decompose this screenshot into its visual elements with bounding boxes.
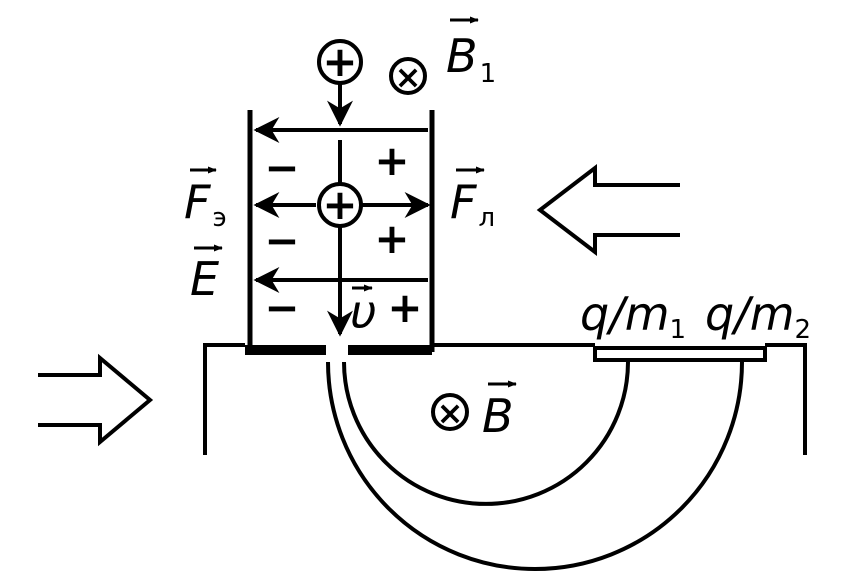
svg-text:×: × bbox=[437, 394, 464, 432]
plus-sign: + bbox=[374, 214, 409, 263]
svg-text:B: B bbox=[482, 389, 514, 443]
velocity-selector bbox=[247, 84, 435, 352]
plus-sign: + bbox=[374, 136, 409, 185]
particle-in-selector: + bbox=[317, 180, 363, 229]
particle-charge: + bbox=[322, 37, 357, 86]
trajectory-q-m1 bbox=[342, 361, 630, 506]
label-b1: B1 bbox=[446, 16, 496, 89]
svg-text:×: × bbox=[395, 58, 422, 96]
analyzer-chamber bbox=[203, 343, 807, 455]
label-f-lorentz: Fл bbox=[450, 166, 495, 233]
label-b: B bbox=[482, 380, 517, 443]
svg-text:E: E bbox=[190, 252, 219, 306]
detector-plate bbox=[593, 346, 767, 362]
plus-sign: + bbox=[387, 283, 422, 332]
minus-sign: − bbox=[264, 216, 299, 265]
svg-text:B1: B1 bbox=[446, 29, 496, 89]
hollow-arrow-left-icon bbox=[536, 163, 680, 257]
svg-text:Fл: Fл bbox=[450, 175, 495, 233]
label-e-field: E bbox=[190, 244, 223, 306]
svg-text:υ: υ bbox=[350, 285, 377, 339]
particle-charge: + bbox=[322, 180, 357, 229]
field-into-page-icon: × bbox=[431, 393, 469, 432]
field-into-page-icon: × bbox=[389, 57, 427, 96]
minus-sign: − bbox=[264, 143, 299, 192]
label-f-electric: Fэ bbox=[184, 166, 227, 233]
incoming-particle: + bbox=[317, 37, 363, 86]
label-velocity: υ bbox=[350, 284, 377, 339]
hollow-arrow-right-icon bbox=[38, 353, 154, 447]
trajectory-q-m2 bbox=[326, 361, 744, 571]
label-q-m1: q/m1 bbox=[580, 287, 686, 345]
svg-text:Fэ: Fэ bbox=[184, 175, 227, 233]
minus-sign: − bbox=[264, 283, 299, 332]
label-q-m2: q/m2 bbox=[705, 287, 811, 345]
